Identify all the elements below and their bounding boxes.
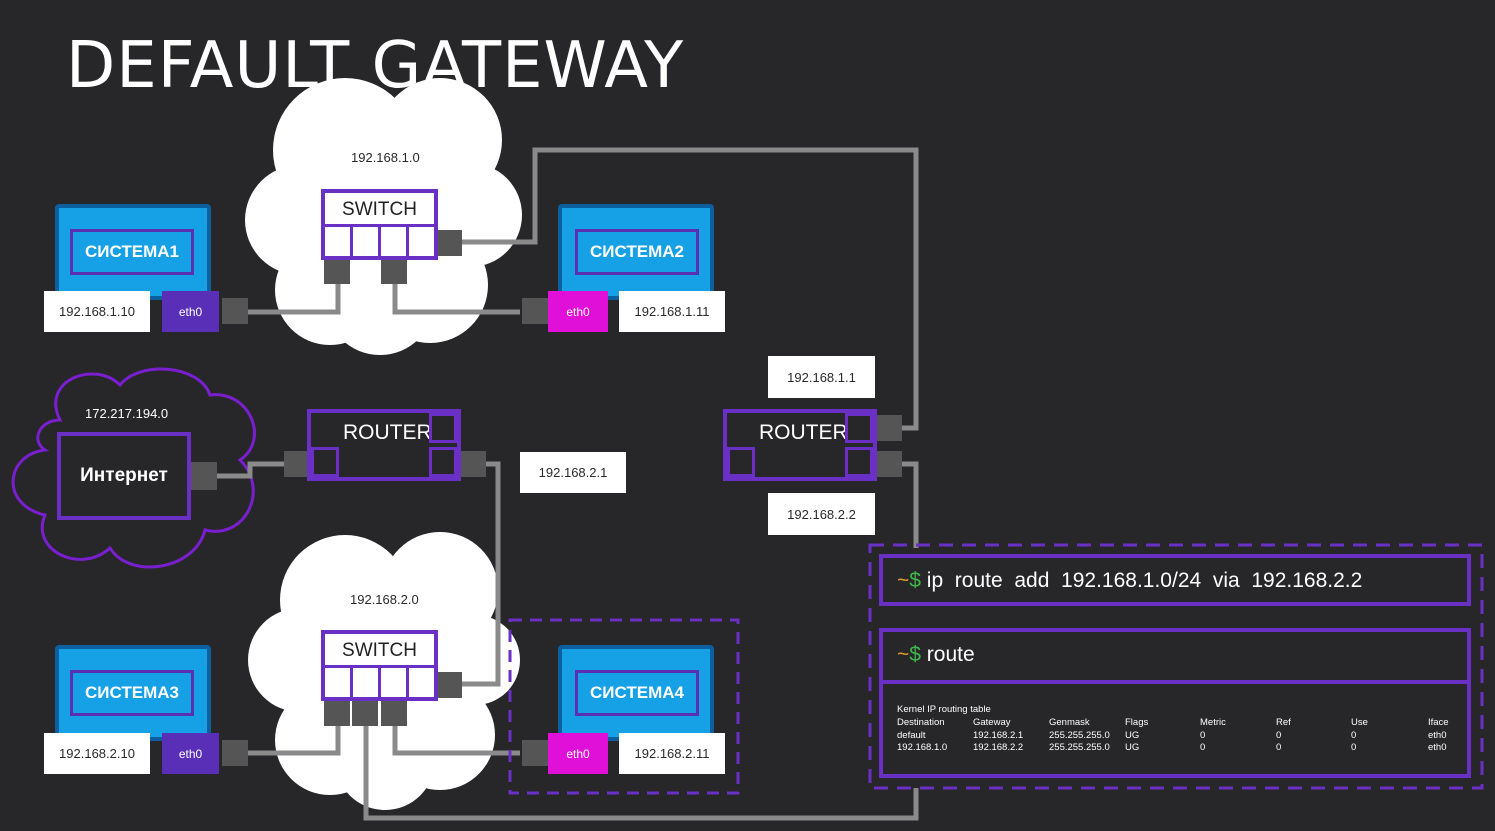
network-label-2: 192.168.2.0 xyxy=(350,592,419,607)
command-2-text: route xyxy=(926,643,975,666)
system1-iface: eth0 xyxy=(162,291,219,332)
routing-table-header: Ref xyxy=(1276,717,1291,728)
switch-label: SWITCH xyxy=(342,640,417,661)
routing-table-header: Gateway xyxy=(973,717,1011,728)
routing-table-cell: 0 xyxy=(1200,742,1206,753)
command-2-line: ~$ route xyxy=(897,643,975,667)
system2-ip: 192.168.1.11 xyxy=(619,291,725,332)
router-right-ip-bottom: 192.168.2.2 xyxy=(768,493,875,535)
terminal-command-1: ~$ ip route add 192.168.1.0/24 via 192.1… xyxy=(879,554,1471,606)
routing-table-cell: 192.168.2.1 xyxy=(973,729,1024,741)
routing-table-title: Kernel IP routing table xyxy=(897,704,991,715)
router-port xyxy=(429,413,457,443)
switch-2: SWITCH xyxy=(321,630,438,701)
router-port xyxy=(845,447,873,477)
network-label-1: 192.168.1.0 xyxy=(351,150,420,165)
routing-table-header: Metric xyxy=(1200,717,1226,728)
network-label-internet: 172.217.194.0 xyxy=(85,406,169,421)
routing-table-cell: 255.255.255.0 xyxy=(1049,742,1110,753)
routing-table-header: Use xyxy=(1351,717,1368,728)
terminal-command-2: ~$ route Kernel IP routing table Destina… xyxy=(879,628,1471,778)
cable-connectors xyxy=(191,230,902,766)
router-port xyxy=(727,447,755,477)
prompt-dollar: $ xyxy=(909,643,921,666)
command-2-header: ~$ route xyxy=(883,632,1467,684)
routing-table-cell: 0 xyxy=(1276,729,1282,741)
system4-name: СИСТЕМА4 xyxy=(575,670,699,716)
routing-table-cell: 192.168.1.0 xyxy=(897,742,948,753)
routing-table-cell: 0 xyxy=(1351,742,1357,753)
routing-table-header: Destination xyxy=(897,717,945,728)
cloud-internet xyxy=(11,367,256,569)
routing-table-header: Flags xyxy=(1125,717,1149,728)
system1-ip: 192.168.1.10 xyxy=(44,291,150,332)
system3-ip: 192.168.2.10 xyxy=(44,733,150,774)
cables xyxy=(217,147,919,821)
terminal-highlight xyxy=(868,543,1484,790)
router-port xyxy=(311,447,339,477)
routing-table-cell: default xyxy=(897,729,926,741)
routing-table-cell: 0 xyxy=(1200,729,1206,741)
routing-table-header: Genmask xyxy=(1049,717,1090,728)
switch-1: SWITCH xyxy=(321,189,438,260)
routing-table-cell: 0 xyxy=(1351,729,1357,741)
routing-table-cell: eth0 xyxy=(1428,742,1447,753)
system4-iface: eth0 xyxy=(548,733,608,774)
prompt-dollar: $ xyxy=(909,569,921,592)
router-left-ip: 192.168.2.1 xyxy=(520,452,626,493)
system2-name: СИСТЕМА2 xyxy=(575,229,699,275)
router-port xyxy=(429,447,457,477)
system1-name: СИСТЕМА1 xyxy=(70,229,194,275)
routing-table-header: Iface xyxy=(1428,717,1449,728)
router-right-ip-top: 192.168.1.1 xyxy=(768,356,875,398)
router-left: ROUTER xyxy=(307,409,461,481)
routing-table-cell: 192.168.2.2 xyxy=(973,742,1024,753)
router-right: ROUTER xyxy=(723,409,877,481)
system3-name: СИСТЕМА3 xyxy=(70,670,194,716)
page-title: DEFAULT GATEWAY xyxy=(66,29,685,103)
prompt-tilde: ~ xyxy=(897,643,910,666)
system4-ip: 192.168.2.11 xyxy=(619,733,725,774)
prompt-tilde: ~ xyxy=(897,569,910,592)
switch-ports xyxy=(325,224,434,256)
switch-ports xyxy=(325,665,434,697)
router-right-label: ROUTER xyxy=(759,421,848,444)
routing-table-cell: UG xyxy=(1125,729,1140,741)
switch-label: SWITCH xyxy=(342,199,417,220)
router-port xyxy=(845,413,873,443)
internet-box: Интернет xyxy=(57,432,191,520)
system3-iface: eth0 xyxy=(162,733,219,774)
router-left-label: ROUTER xyxy=(343,421,432,444)
routing-table-cell: UG xyxy=(1125,742,1140,753)
command-1-text: ip route add 192.168.1.0/24 via 192.168.… xyxy=(926,569,1363,592)
routing-table-cell: 255.255.255.0 xyxy=(1049,729,1110,741)
command-1-line: ~$ ip route add 192.168.1.0/24 via 192.1… xyxy=(897,569,1362,593)
system2-iface: eth0 xyxy=(548,291,608,332)
routing-table-cell: 0 xyxy=(1276,742,1282,753)
routing-table-cell: eth0 xyxy=(1428,729,1447,741)
